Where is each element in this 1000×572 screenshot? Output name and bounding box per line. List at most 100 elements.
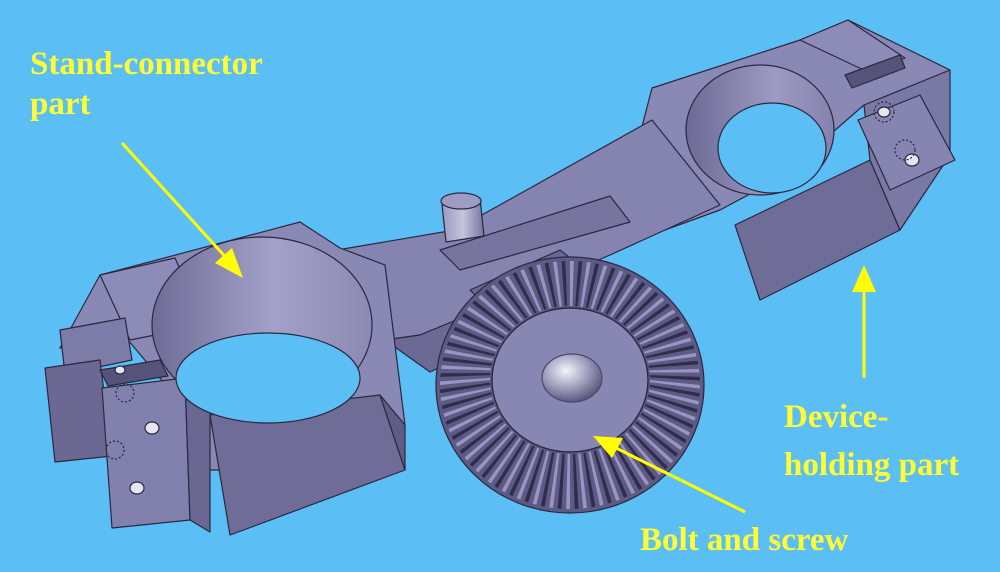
knurl-ridge: [590, 265, 608, 310]
knurl-ridge: [647, 352, 697, 363]
knurl-ridge: [557, 453, 565, 509]
knurl-ridge: [457, 319, 502, 343]
knurl-ridge: [648, 389, 699, 405]
left-block-bottom-face: [379, 394, 406, 471]
knurl-ridge: [524, 449, 545, 503]
knurl-ridge: [512, 272, 537, 314]
annotation-arrows: [120, 141, 876, 514]
knurl-ridge: [532, 450, 550, 505]
knurl-ridge: [449, 334, 498, 352]
knurl-ridge: [630, 303, 671, 333]
knurl-ridge: [440, 377, 491, 385]
left-lug-face: [59, 317, 133, 375]
left-slot: [99, 359, 169, 387]
knurl-ridge: [578, 453, 587, 509]
knurl-ridge: [536, 264, 552, 309]
knurl-ridge: [638, 417, 683, 451]
knurl-ridge: [635, 421, 679, 457]
knurled-knob: [435, 256, 705, 514]
knurl-ridge: [605, 273, 631, 315]
knurl-ridge: [528, 266, 547, 310]
knurl-ridge: [644, 403, 694, 429]
arrow-bolt-and-screw: [593, 436, 746, 514]
knurl-ridge: [583, 452, 596, 508]
left-bore-inner: [175, 332, 361, 424]
knurl-ridge: [475, 430, 514, 473]
right-bore-inner: [717, 102, 827, 194]
label-stand-connector-line1: Stand-connector: [30, 46, 263, 82]
knurl-ridge: [640, 412, 687, 444]
label-device-holding: Device- holding part: [784, 397, 959, 485]
knurl-ridge: [641, 330, 689, 350]
knurl-ridge: [481, 434, 518, 479]
knurl-ridge: [472, 300, 512, 332]
knurl-ridge: [633, 309, 676, 337]
knurl-ridge: [464, 423, 507, 461]
left-screw-hole-3: [114, 365, 126, 375]
stand-connector-block: [44, 221, 406, 536]
knurl-ridge: [442, 357, 493, 366]
knurl-ridge: [461, 313, 505, 339]
knurl-ridge: [478, 294, 516, 328]
knurl-ridge: [595, 267, 616, 311]
arrow-stand-connector: [120, 141, 243, 278]
knurl-ridge: [516, 447, 540, 500]
knurl-ridge: [646, 399, 696, 421]
knurl-ridge: [603, 446, 628, 498]
knurl-ridge: [453, 326, 500, 348]
peg-top: [440, 192, 482, 210]
left-screw-hole: [144, 421, 160, 435]
left-screw-hole-2: [129, 481, 145, 495]
knurl-ridge: [487, 437, 522, 484]
label-device-holding-line2: holding part: [784, 447, 960, 483]
knurl-ridge: [626, 297, 665, 330]
knurl-ridge: [600, 270, 624, 313]
knurl-ridge: [648, 360, 699, 368]
knurl-ridge: [612, 441, 643, 491]
knurl-ridge: [494, 440, 526, 489]
knurl-ridge: [585, 263, 600, 308]
knurl-ridge: [484, 289, 520, 325]
right-lug-top: [799, 19, 906, 73]
knob-knurling: [440, 261, 700, 509]
arm-rib: [439, 195, 631, 271]
knurl-ridge: [561, 261, 568, 307]
knob-face-ring: [491, 307, 649, 453]
knurl-ridge: [549, 453, 560, 508]
knurl-ridge: [639, 323, 685, 345]
knurl-ridge: [643, 337, 692, 354]
knurl-ridge: [445, 401, 495, 425]
knurl-ridge: [501, 442, 530, 493]
label-device-holding-line1: Device-: [784, 399, 889, 435]
knurl-ridge: [469, 427, 510, 467]
knurl-ridge: [455, 415, 501, 447]
knurl-ridge: [497, 279, 528, 319]
knurl-ridge: [607, 444, 635, 495]
knurl-ridge: [572, 453, 579, 509]
left-clamp-face: [101, 377, 191, 529]
knurl-ridge: [540, 452, 555, 507]
arrow-device-holding: [852, 265, 876, 378]
knurl-ridge: [649, 380, 700, 389]
knurl-ridge: [553, 261, 562, 307]
knurl-ridge: [618, 286, 653, 323]
knurl-ridge: [566, 453, 570, 509]
right-lug-face: [857, 94, 956, 191]
knurl-ridge: [645, 345, 695, 359]
knurl-ridge: [490, 284, 524, 322]
left-lug-side: [44, 359, 113, 463]
knurl-ridge: [593, 450, 612, 504]
knurl-ridge: [588, 451, 604, 506]
knurl-ridge: [649, 384, 700, 397]
label-stand-connector: Stand-connector part: [30, 44, 263, 124]
knurl-ridge: [459, 419, 504, 454]
knurl-ridge: [570, 261, 574, 307]
knurl-ridge: [441, 392, 492, 410]
right-screw-hole-2: [904, 153, 920, 167]
knurl-ridge: [466, 306, 508, 335]
label-bolt-and-screw: Bolt and screw: [640, 522, 849, 558]
knurl-ridge: [575, 261, 583, 307]
knurl-ridge: [642, 408, 691, 436]
knurl-ridge: [441, 365, 492, 371]
